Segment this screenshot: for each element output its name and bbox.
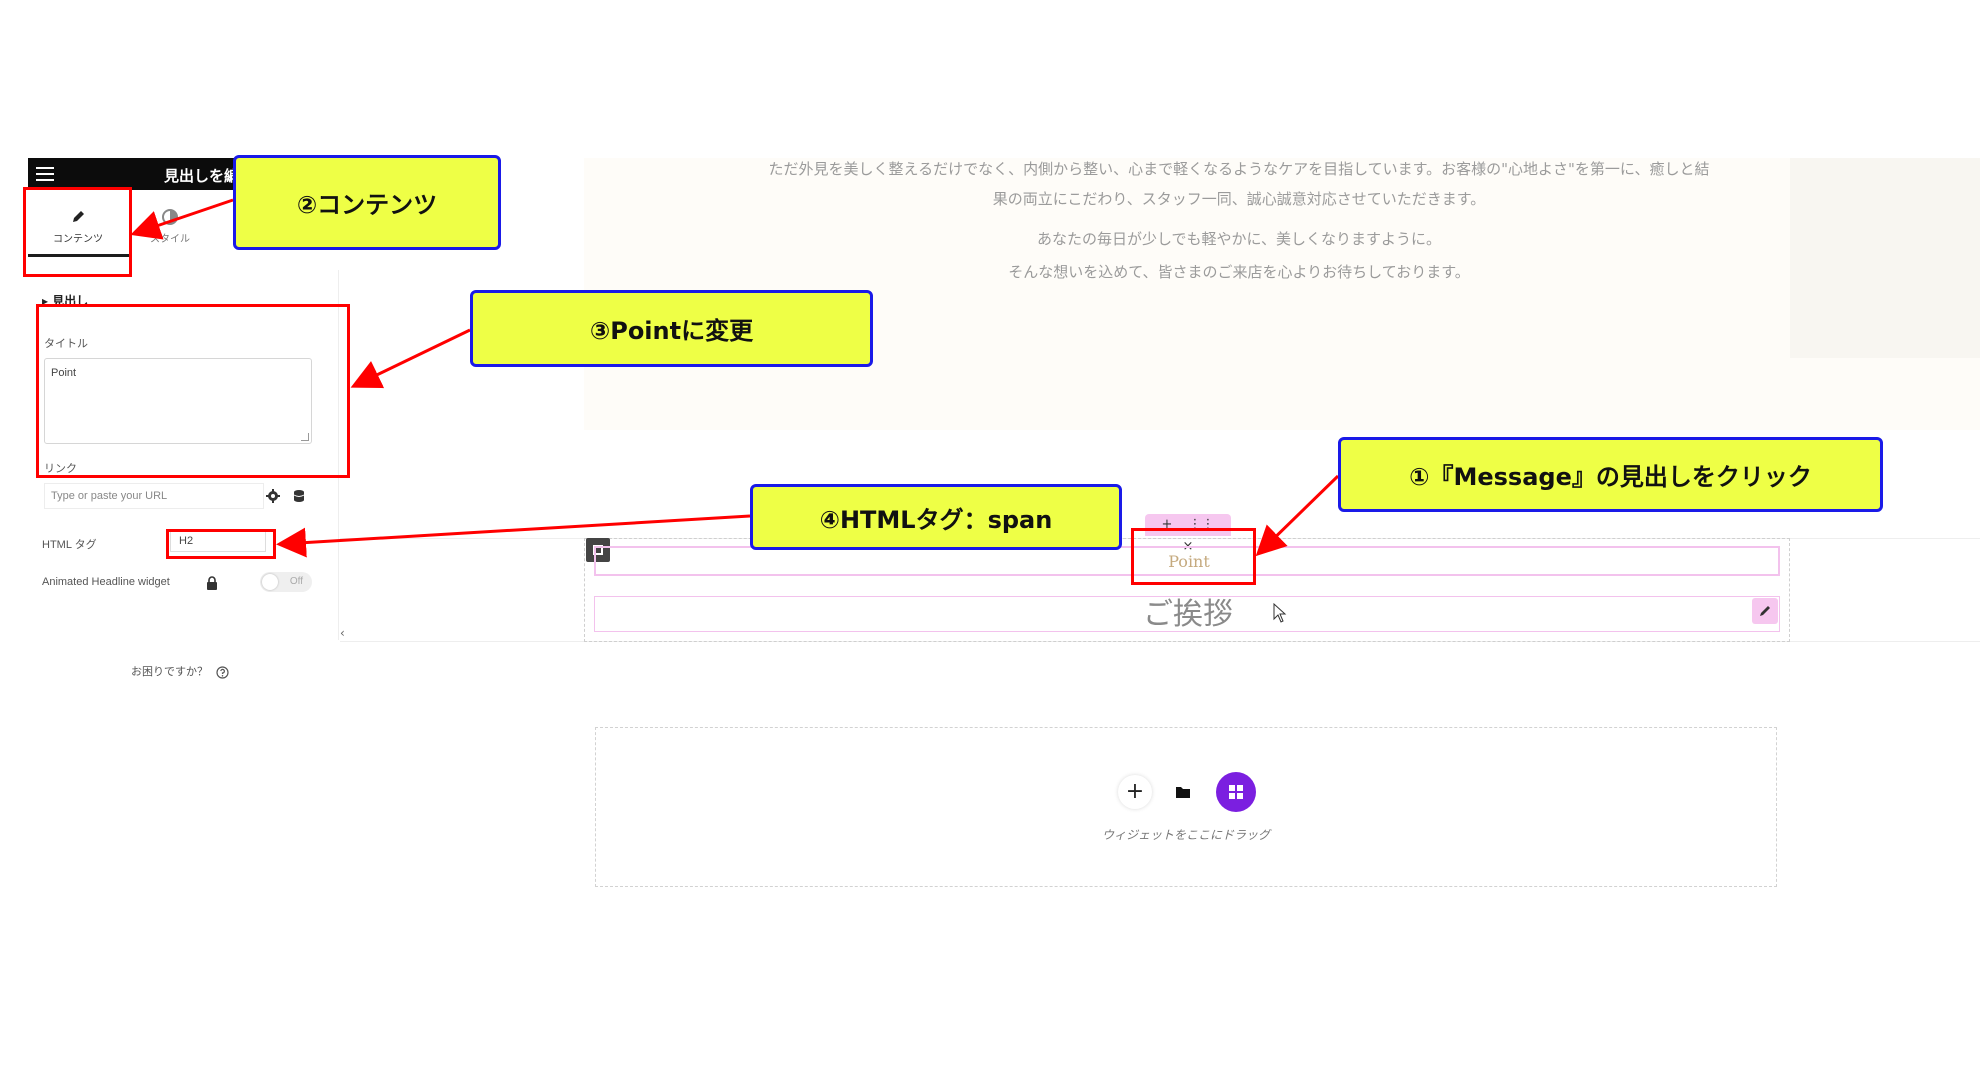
panel-divider (338, 270, 339, 640)
callout-step2: ②コンテンツ (233, 155, 501, 250)
folder-icon (1176, 787, 1190, 798)
resize-grip-icon[interactable] (301, 433, 309, 441)
callout-step3: ③Pointに変更 (470, 290, 873, 367)
gear-icon[interactable] (266, 489, 280, 503)
highlight-html-tag (166, 529, 276, 559)
animated-headline-label: Animated Headline widget (42, 576, 170, 588)
toggle-state-text: Off (289, 576, 303, 587)
mouse-cursor-icon (1273, 603, 1287, 623)
widget-add-icon[interactable]: + (1161, 517, 1173, 532)
intro-text-line: 果の両立にこだわり、スタッフ一同、誠心誠意対応させていただきます。 (992, 190, 1486, 208)
half-circle-icon (162, 209, 178, 225)
point-heading-widget[interactable]: Point (594, 546, 1780, 576)
greeting-heading-widget[interactable]: ご挨拶 (594, 596, 1780, 632)
intro-text-line: あなたの毎日が少しでも軽やかに、美しくなりますように。 (1036, 230, 1442, 248)
database-icon[interactable] (292, 489, 306, 503)
html-tag-label: HTML タグ (42, 539, 97, 551)
widget-drop-zone[interactable] (595, 727, 1777, 887)
add-section-button[interactable]: + (1118, 775, 1152, 809)
tab-style-label: スタイル (150, 234, 190, 245)
link-field-label: リンク (44, 462, 77, 475)
intro-text-line: ただ外見を美しく整えるだけでなく、内側から整い、心まで軽くなるようなケアを目指し… (768, 160, 1710, 178)
tab-style[interactable]: スタイル (120, 202, 220, 250)
highlight-point-heading (1131, 528, 1256, 585)
greeting-heading-text: ご挨拶 (1143, 597, 1233, 632)
pencil-icon (73, 211, 84, 222)
intro-text-line: そんな想いを込めて、皆さまのご来店を心よりお待ちしております。 (1008, 263, 1470, 281)
lock-icon (207, 576, 217, 590)
pencil-icon (1760, 606, 1770, 616)
title-field-label: タイトル (44, 337, 88, 350)
toggle-knob (262, 574, 278, 590)
help-link-label: お困りですか？ (131, 665, 208, 678)
animated-headline-toggle[interactable]: Off (260, 572, 312, 592)
panel-title: 見出しを編集 (163, 167, 254, 185)
title-value: Point (51, 367, 77, 379)
highlight-title-field (36, 304, 350, 478)
title-textarea[interactable]: Point (44, 358, 312, 444)
tab-content-label: コンテンツ (53, 234, 103, 245)
edit-widget-button[interactable] (1752, 598, 1778, 624)
kit-library-button[interactable] (1216, 772, 1256, 812)
template-library-button[interactable] (1166, 775, 1200, 809)
intro-background-block (1790, 158, 1980, 358)
help-link[interactable]: お困りですか？ (131, 663, 229, 679)
arrow-step3 (350, 328, 471, 389)
intro-section: ただ外見を美しく整えるだけでなく、内側から整い、心まで軽くなるようなケアを目指し… (584, 158, 1980, 430)
point-heading-text: Point (1168, 552, 1210, 571)
callout-step1: ①『Message』の見出しをクリック (1338, 437, 1883, 512)
grid-icon (1229, 785, 1243, 799)
hamburger-menu-icon[interactable] (36, 167, 54, 181)
question-circle-icon (215, 665, 229, 679)
callout-step4: ④HTMLタグ：span (750, 484, 1122, 550)
active-tab-indicator (28, 254, 130, 257)
drop-zone-text: ウィジェットをここにドラッグ (1101, 828, 1270, 842)
highlight-content-tab (23, 187, 132, 277)
panel-collapse-icon[interactable]: ‹ (340, 626, 345, 640)
tab-content[interactable]: コンテンツ (28, 202, 128, 250)
container-outline (584, 538, 1790, 642)
url-input[interactable] (44, 483, 264, 509)
